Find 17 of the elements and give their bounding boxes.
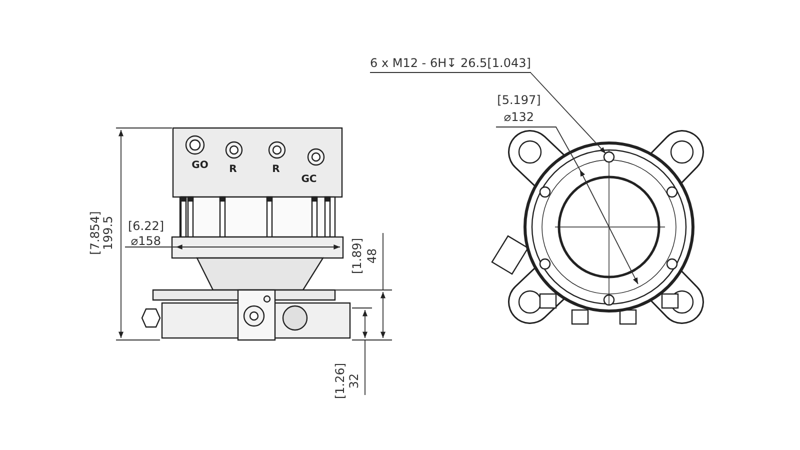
callout-text: 6 x M12 - 6H↧ 26.5[1.043] [370,57,531,73]
bolt-hole [603,151,615,163]
dimension-text: [6.22] [128,220,164,232]
dimension-text: [7.854] [89,211,101,255]
dimension-text: 48 [366,248,378,264]
port-label: R [272,165,280,175]
dimension-text: 32 [348,373,360,389]
dimension-text: 199.5 [102,216,114,250]
port-label: GO [192,161,208,171]
port-label: R [229,165,237,175]
dimension-text: [1.89] [351,238,363,274]
leader-line [530,72,606,154]
dimension-text: ⌀158 [130,235,162,247]
dimension-text: [1.26] [334,362,346,400]
dimension-text: [5.197] [497,94,541,106]
port-label: GC [301,175,317,185]
dimension-text: ⌀132 [504,111,534,123]
